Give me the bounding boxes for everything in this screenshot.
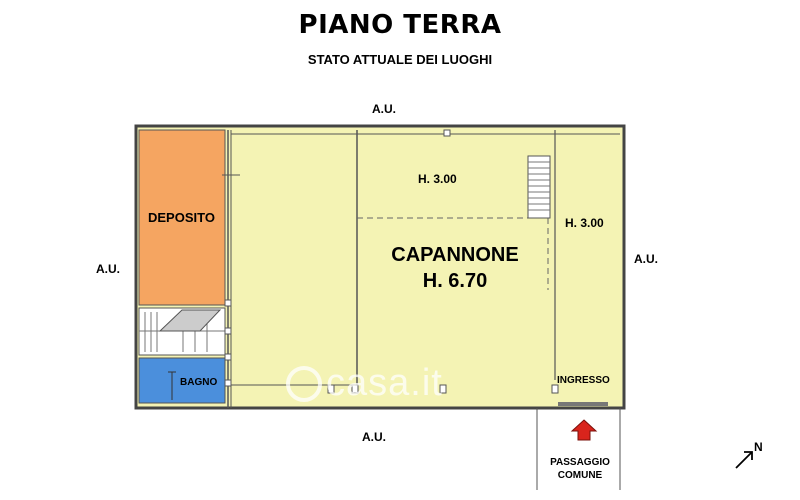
watermark: casa.it [326, 362, 443, 404]
label-north-au: A.U. [372, 102, 396, 116]
label-south-au: A.U. [362, 430, 386, 444]
label-ingresso: INGRESSO [557, 375, 610, 386]
watermark-logo-icon [286, 366, 322, 402]
label-capannone-height: H. 6.70 [422, 270, 488, 292]
plan-title: PIANO TERRA [298, 10, 502, 40]
north-arrow [735, 451, 753, 469]
label-capannone: CAPANNONE [391, 244, 519, 266]
room-deposito [138, 129, 226, 306]
label-mezz-left: H. 3.00 [418, 172, 457, 186]
label-passage-line2: COMUNE [557, 470, 603, 481]
entrance-arrow [570, 419, 598, 441]
label-passage-line1: PASSAGGIO [550, 457, 610, 468]
label-deposito: DEPOSITO [148, 210, 215, 225]
label-mezz-right: H. 3.00 [565, 216, 604, 230]
north-label: N [754, 440, 763, 454]
plan-subtitle: STATO ATTUALE DEI LUOGHI [307, 52, 493, 67]
label-west-au: A.U. [96, 262, 120, 276]
interior-stair [527, 155, 551, 219]
room-bagno [138, 357, 226, 404]
label-east-au: A.U. [634, 252, 658, 266]
label-bagno: BAGNO [180, 377, 218, 388]
